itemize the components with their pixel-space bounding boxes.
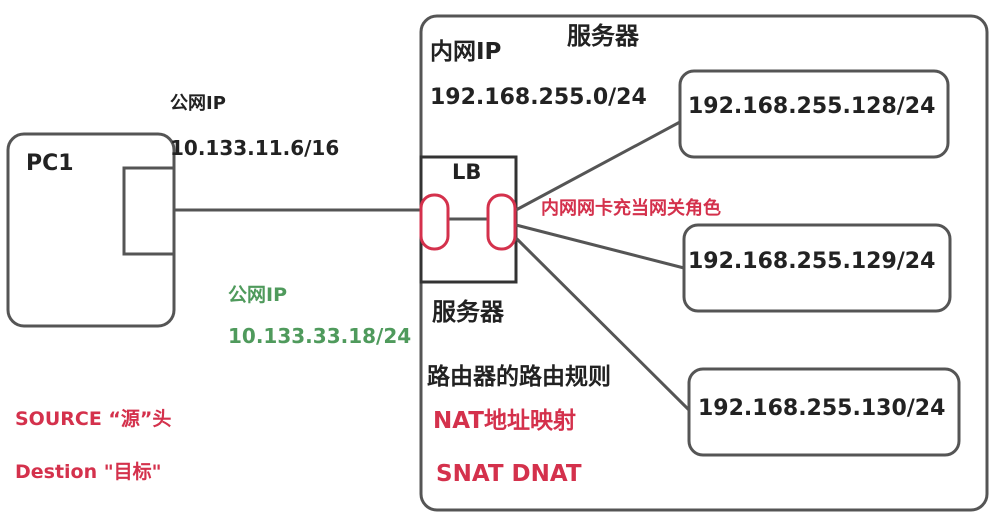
public-ip-bottom: 10.133.33.18/24 — [228, 324, 412, 348]
nat-mapping: NAT地址映射 — [433, 408, 576, 434]
backend-server-ip-3: 192.168.255.130/24 — [698, 396, 946, 421]
lb-server-label: 服务器 — [432, 298, 504, 326]
pc1-name: PC1 — [26, 151, 74, 176]
pc1-port — [122, 166, 176, 256]
backend-server-box-3 — [687, 367, 961, 457]
backend-server-ip-1: 192.168.255.128/24 — [688, 94, 936, 119]
lb-public-nic — [419, 193, 450, 251]
public-ip-top: 10.133.11.6/16 — [170, 136, 340, 160]
gateway-role-note: 内网网卡充当网关角色 — [541, 198, 721, 219]
intranet-subnet: 192.168.255.0/24 — [430, 85, 647, 110]
lb-backend-link-2 — [515, 223, 685, 270]
source-note: SOURCE “源”头 — [15, 408, 172, 430]
lb-name: LB — [452, 160, 482, 184]
backend-server-box-1 — [678, 69, 950, 159]
public-ip-label-bottom: 公网IP — [228, 284, 287, 306]
backend-server-box-2 — [682, 223, 952, 313]
intranet-ip-label: 内网IP — [430, 39, 502, 65]
router-rules: 路由器的路由规则 — [427, 364, 611, 390]
snat-dnat: SNAT DNAT — [436, 461, 582, 487]
public-ip-label-top: 公网IP — [170, 93, 226, 114]
server-title: 服务器 — [567, 22, 639, 50]
lb-intranet-nic — [486, 193, 517, 251]
backend-server-ip-2: 192.168.255.129/24 — [688, 249, 936, 274]
lb-backend-link-3 — [514, 236, 691, 412]
destination-note: Destion "目标" — [15, 461, 162, 483]
lb-backend-link-1 — [515, 120, 681, 212]
